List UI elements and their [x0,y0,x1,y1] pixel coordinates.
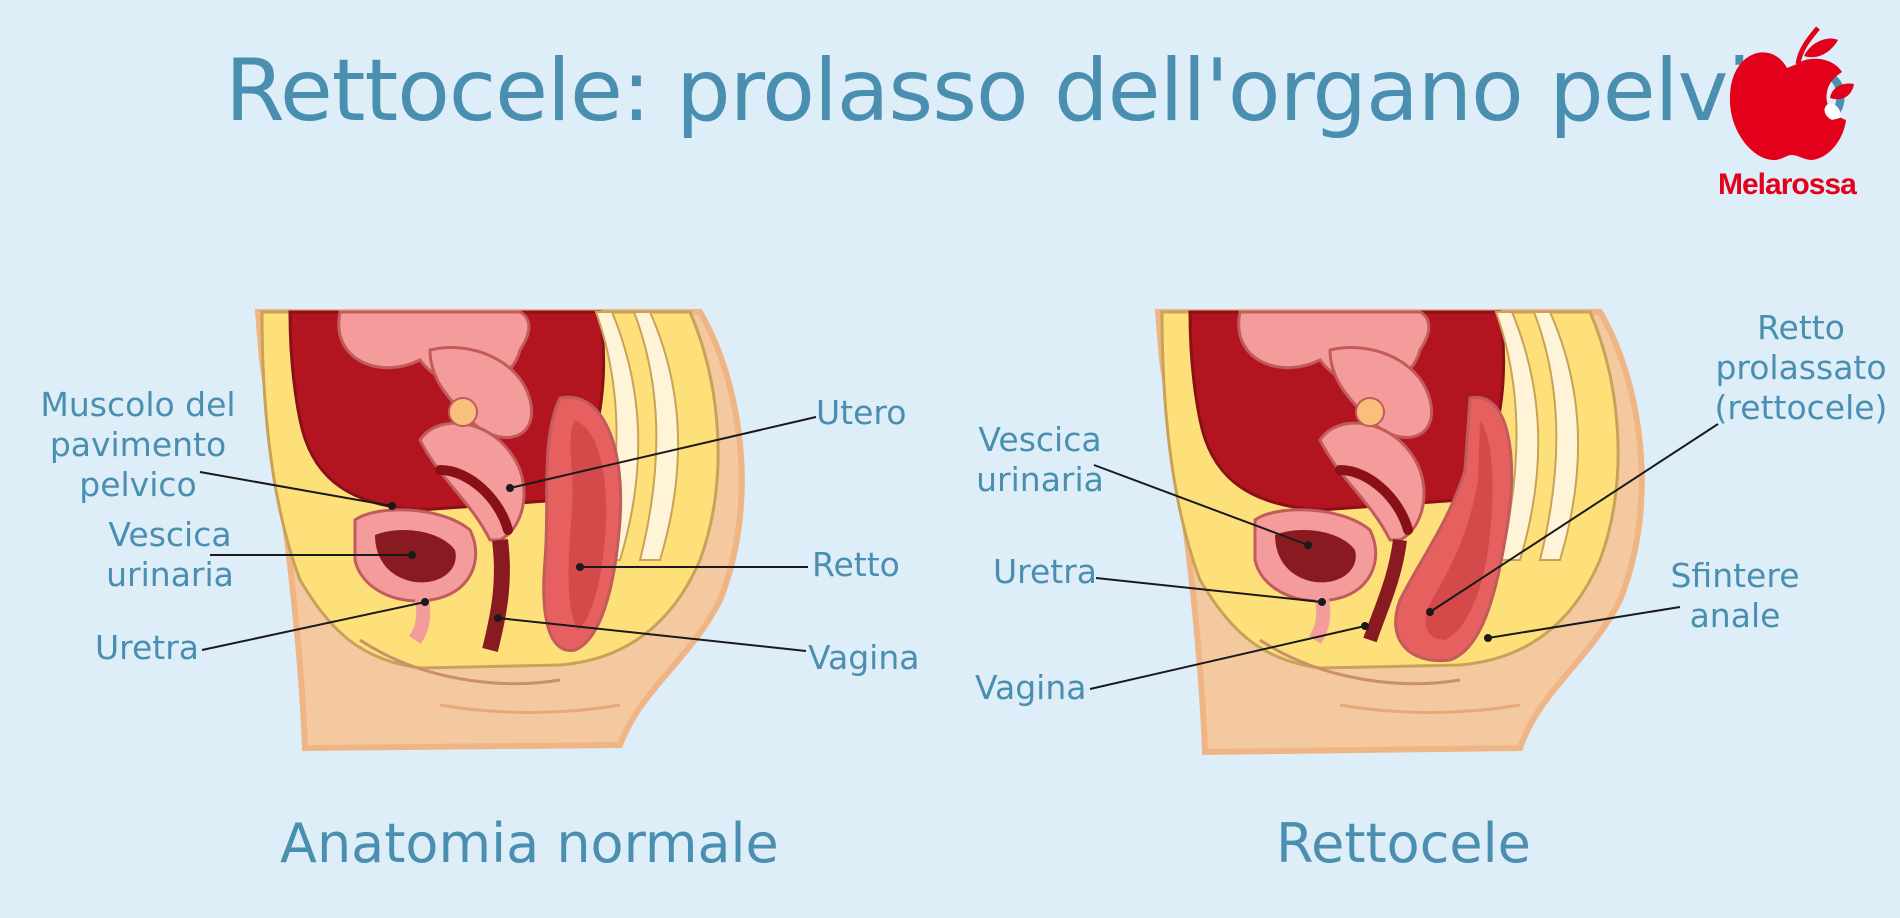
rectocele-illustration [1154,309,1645,756]
label-sfintere-anale: Sfintere anale [1670,556,1800,635]
label-uretra-normal: Uretra [95,628,200,667]
label-vagina-rettocele: Vagina [975,668,1087,707]
label-retto: Retto [812,545,900,584]
label-vescica-urinaria-rettocele: Vescica urinaria [976,420,1104,499]
label-vagina-normal: Vagina [808,638,920,677]
label-utero: Utero [816,393,907,432]
normal-anatomy-illustration [254,309,745,752]
page-title: Rettocele: prolasso dell'organo pelvico [225,41,1849,141]
apple-logo-icon [1729,26,1854,160]
leader-lines [199,416,1719,690]
caption-rettocele: Rettocele [1276,812,1531,875]
brand-name: Melarossa [1718,168,1857,201]
label-retto-prolassato: Retto prolassato (rettocele) [1714,308,1888,427]
label-vescica-urinaria-normal: Vescica urinaria [106,515,234,594]
label-uretra-rettocele: Uretra [993,552,1098,591]
caption-normal-anatomy: Anatomia normale [280,812,779,875]
label-muscolo-pavimento-pelvico: Muscolo del pavimento pelvico [40,385,236,504]
